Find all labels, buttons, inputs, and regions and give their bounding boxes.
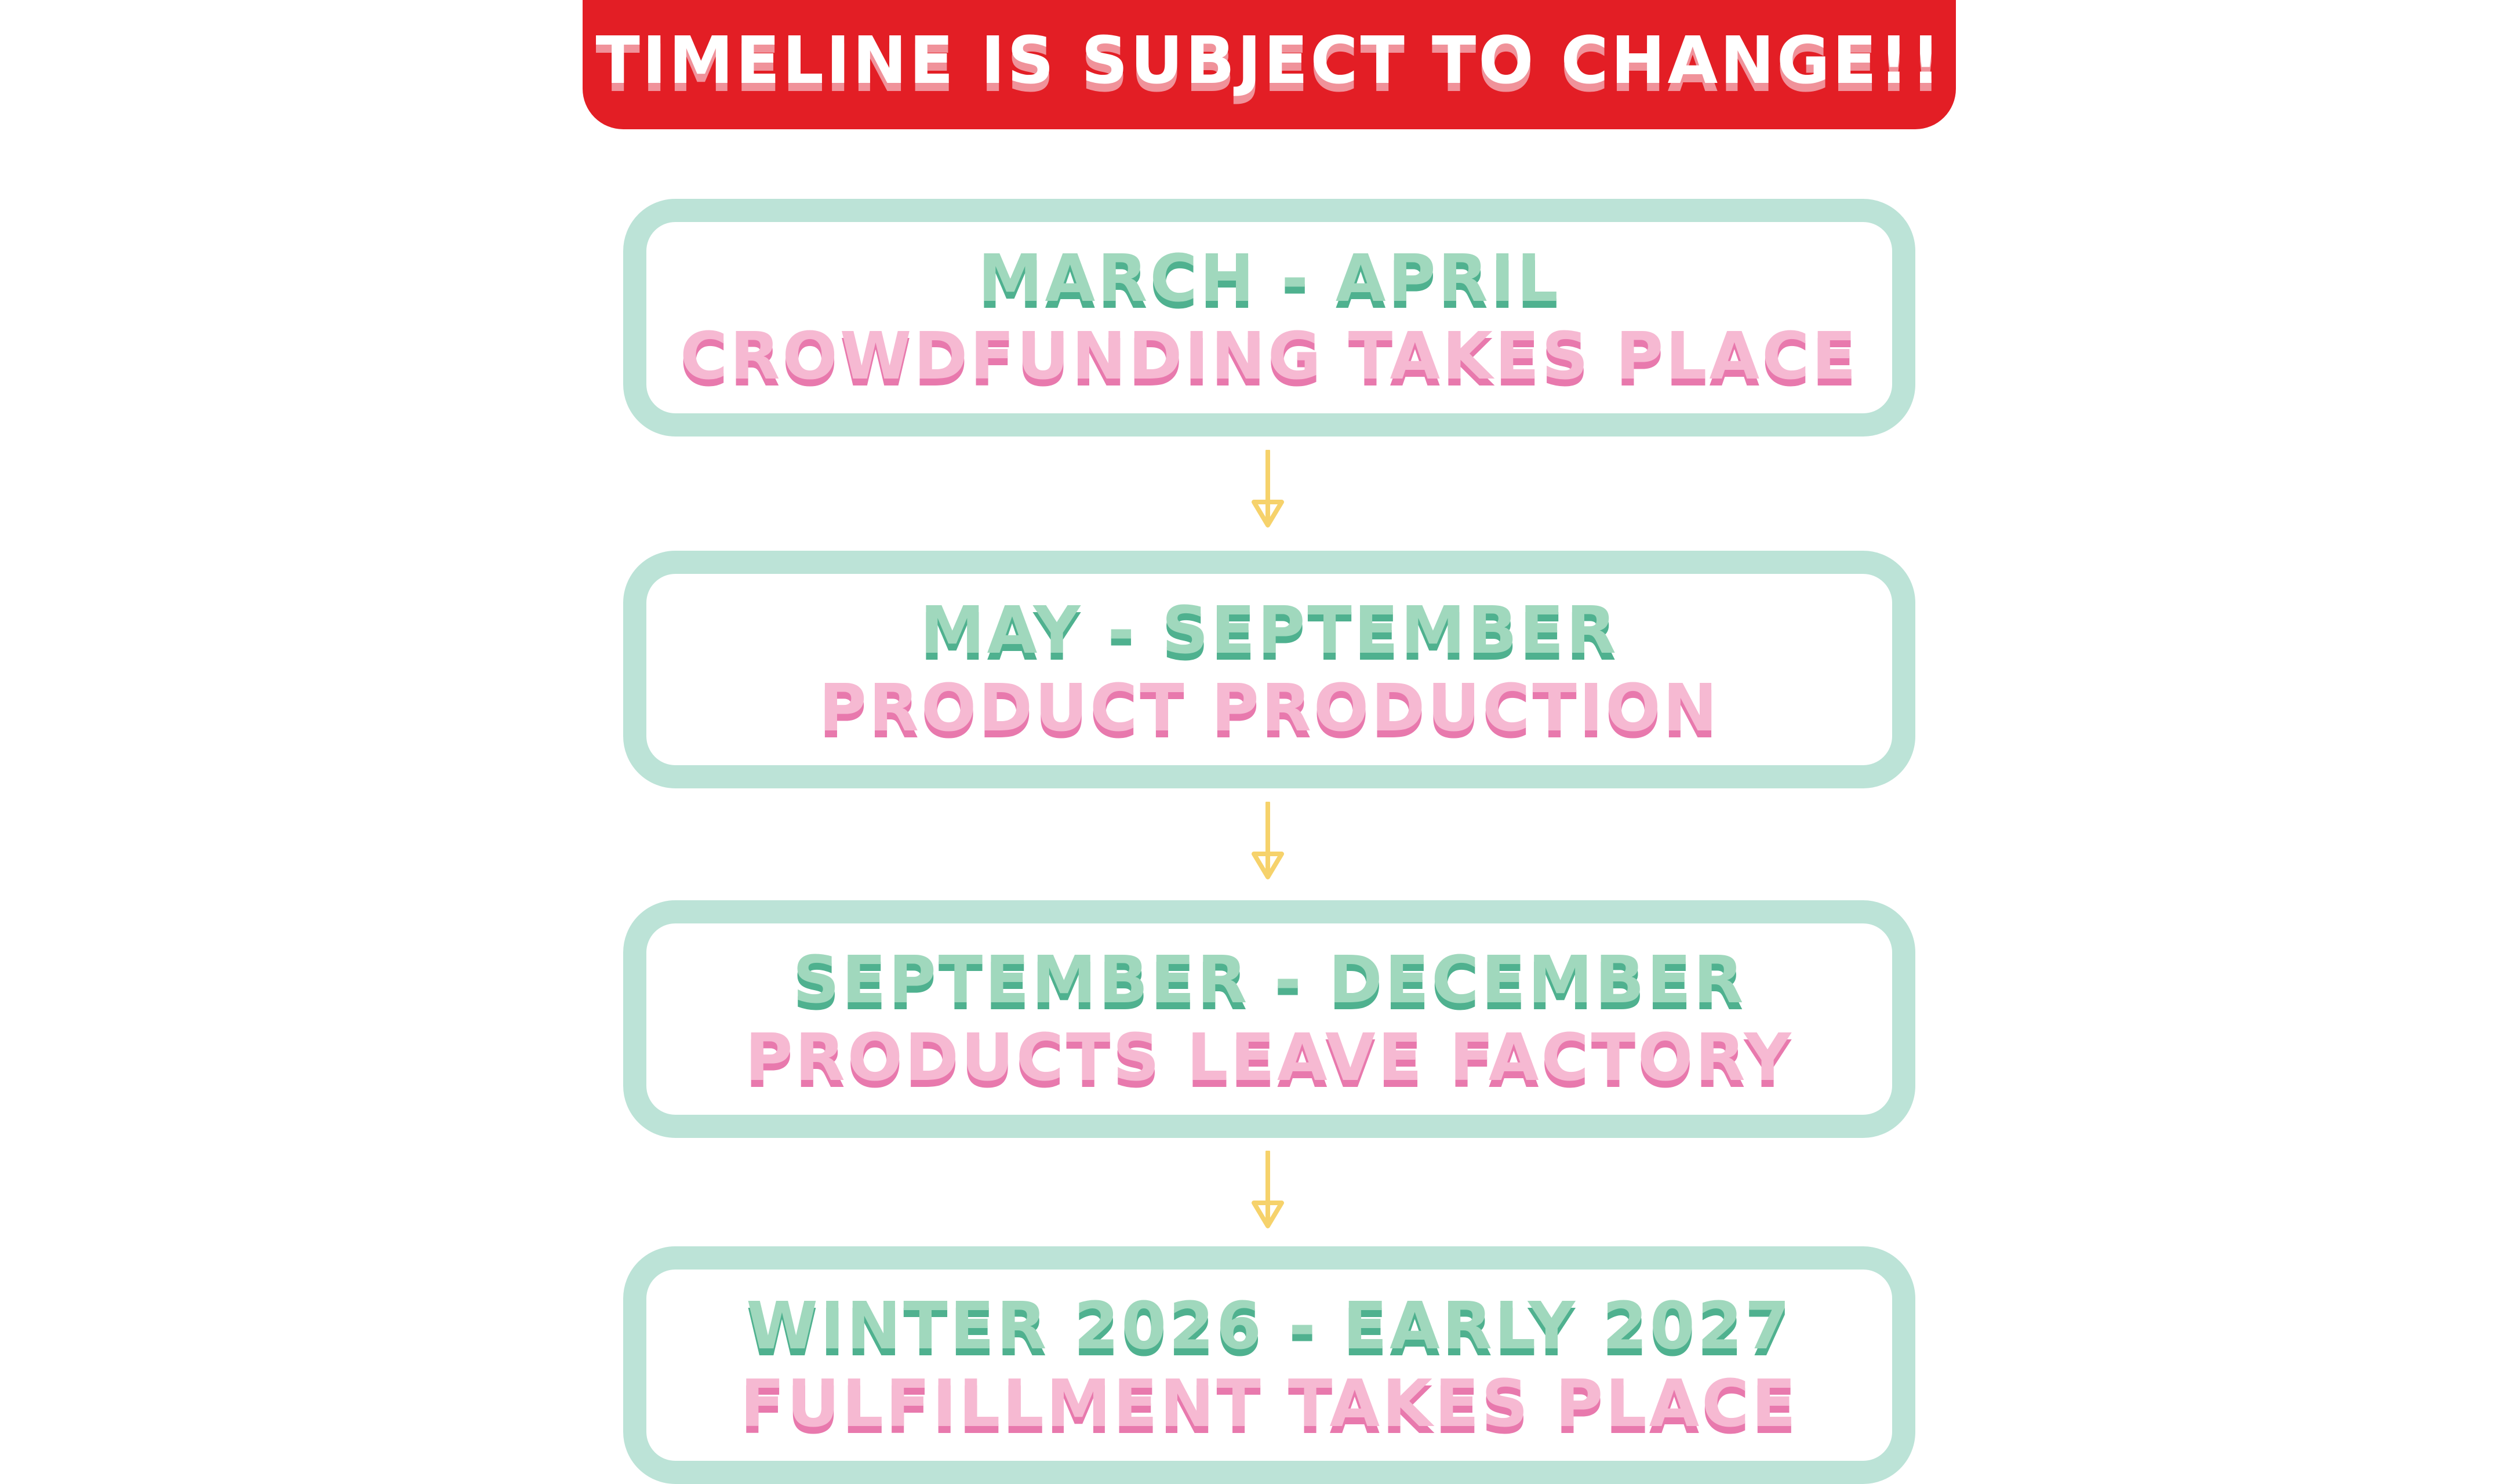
down-arrow-icon [1252,1151,1284,1228]
step-description: PRODUCTS LEAVE FACTORY [745,1020,1794,1096]
step-date: WINTER 2026 - EARLY 2027 [746,1289,1792,1364]
step-description: CROWDFUNDING TAKES PLACE [680,319,1859,394]
step-date: MAY - SEPTEMBER [920,593,1619,668]
step-date: MARCH - APRIL [978,241,1561,317]
step-description: PRODUCT PRODUCTION [819,671,1720,746]
timeline-step-4: WINTER 2026 - EARLY 2027 FULFILLMENT TAK… [623,1246,1915,1484]
timeline-step-3: SEPTEMBER - DECEMBER PRODUCTS LEAVE FACT… [623,900,1915,1138]
step-date: SEPTEMBER - DECEMBER [792,943,1746,1018]
timeline-step-2: MAY - SEPTEMBER PRODUCT PRODUCTION [623,551,1915,788]
warning-banner: TIMELINE IS SUBJECT TO CHANGE!! [583,0,1956,129]
down-arrow-icon [1252,450,1284,528]
timeline-step-1: MARCH - APRIL CROWDFUNDING TAKES PLACE [623,199,1915,437]
down-arrow-icon [1252,802,1284,879]
warning-text: TIMELINE IS SUBJECT TO CHANGE!! [595,23,1943,99]
step-description: FULFILLMENT TAKES PLACE [740,1366,1798,1442]
